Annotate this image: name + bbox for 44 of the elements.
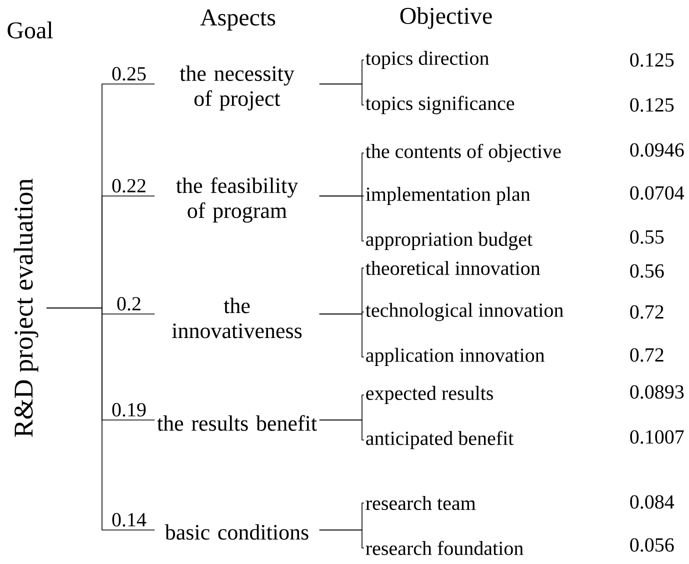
edge-label: 0.22 [112, 179, 146, 193]
connector-line [319, 196, 364, 242]
aspect-text: the necessity of project [180, 66, 294, 110]
column-heading: Objective [400, 7, 492, 29]
weight-value: 0.55 [630, 230, 664, 244]
aspect-text: the feasibility of program [176, 177, 298, 223]
connector-line [319, 84, 364, 106]
column-heading: Aspects [200, 10, 276, 30]
objective-text: research foundation [366, 540, 524, 556]
objective-text: the contents of objective [366, 144, 561, 162]
objective-text: technological innovation [366, 302, 564, 322]
edge-label: 0.19 [112, 403, 146, 417]
edge-label: 0.2 [117, 297, 140, 311]
weight-value: 0.72 [630, 305, 664, 319]
connector-line [319, 530, 364, 548]
objective-text: application innovation [366, 348, 545, 366]
aspect-text: basic conditions [164, 524, 308, 540]
objective-text: theoretical innovation [366, 260, 540, 276]
objective-text: topics direction [366, 50, 489, 70]
connector-line [46, 308, 155, 530]
aspect-text: the innovativeness [172, 298, 302, 338]
edge-label: 0.25 [112, 67, 146, 81]
weight-value: 0.1007 [630, 430, 684, 444]
edge-label: 0.14 [112, 513, 146, 527]
objective-text: topics significance [366, 96, 514, 114]
weight-value: 0.084 [630, 495, 674, 509]
weight-value: 0.125 [630, 98, 674, 112]
objective-text: implementation plan [366, 186, 530, 206]
weight-value: 0.0704 [630, 186, 684, 200]
goal-text: R&D project evaluation [14, 178, 38, 437]
aspect-text: the results benefit [157, 415, 317, 431]
objective-text: research team [366, 496, 476, 510]
objective-text: anticipated benefit [366, 430, 514, 450]
column-heading: Goal [8, 22, 53, 38]
weight-value: 0.72 [630, 348, 664, 362]
connector-line [319, 314, 364, 358]
objective-text: appropriation budget [366, 232, 532, 250]
weight-value: 0.125 [630, 53, 674, 67]
weight-value: 0.56 [630, 264, 664, 278]
objective-text: expected results [366, 386, 493, 404]
weight-value: 0.0893 [630, 385, 684, 399]
connector-line [319, 420, 364, 440]
weight-value: 0.0946 [630, 143, 684, 157]
weight-value: 0.056 [630, 538, 674, 552]
